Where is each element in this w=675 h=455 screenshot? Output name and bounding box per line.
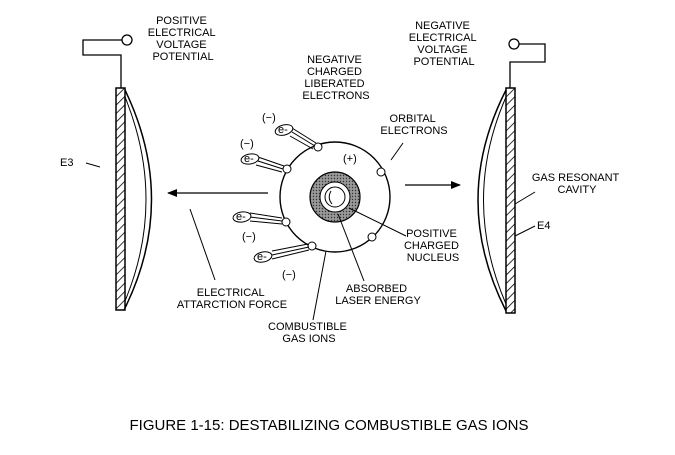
label-attraction-force: ELECTRICAL ATTARCTION FORCE <box>177 287 287 311</box>
minus-sign: (−) <box>240 138 254 150</box>
right-electrode-plate <box>505 87 516 314</box>
label-negative-potential: NEGATIVE ELECTRICAL VOLTAGE POTENTIAL <box>409 20 480 68</box>
left-electrode-plate <box>115 87 126 311</box>
left-electrode-lens-outer <box>124 89 153 309</box>
left-terminal-wire <box>82 39 122 88</box>
orbital-electron <box>376 167 386 177</box>
label-positive-nucleus: POSITIVE CHARGED NUCLEUS <box>404 228 462 264</box>
gas-ion-atom <box>279 141 391 253</box>
minus-sign: (−) <box>282 269 296 281</box>
liberated-electron: e- <box>232 211 283 225</box>
label-liberated-electrons: NEGATIVE CHARGED LIBERATED ELECTRONS <box>302 54 369 102</box>
orbital-electron <box>367 232 377 242</box>
label-e4: E4 <box>537 220 550 232</box>
svg-text:e-: e- <box>257 251 267 263</box>
orbital-electron <box>282 164 292 174</box>
liberated-electron: e- <box>240 153 285 173</box>
orbital-electron <box>281 217 291 227</box>
label-absorbed-laser: ABSORBED LASER ENERGY <box>335 283 421 307</box>
nucleus-core-arc <box>328 190 333 205</box>
right-terminal-wire <box>509 43 546 88</box>
left-electrode <box>82 34 153 311</box>
right-electrode-lens-inner <box>483 96 507 305</box>
orbital-electron <box>313 142 323 152</box>
svg-text:e-: e- <box>278 124 288 136</box>
leader-lines <box>85 142 536 321</box>
figure-caption: FIGURE 1-15: DESTABILIZING COMBUSTIBLE G… <box>130 417 529 434</box>
left-electrode-lens-inner <box>124 96 147 302</box>
orbital-electron <box>307 241 317 251</box>
right-electrode <box>477 38 546 314</box>
label-gas-resonant-cavity: GAS RESONANT CAVITY <box>532 172 622 196</box>
label-positive-potential: POSITIVE ELECTRICAL VOLTAGE POTENTIAL <box>148 15 219 63</box>
right-terminal <box>508 38 520 50</box>
label-combustible-ions: COMBUSTIBLE GAS IONS <box>268 321 350 345</box>
nucleus-core-outer <box>319 181 351 213</box>
plus-sign: (+) <box>343 153 357 165</box>
right-electrode-lens-outer <box>477 89 507 312</box>
svg-text:e-: e- <box>236 211 246 223</box>
liberated-electron: e- <box>274 124 317 150</box>
left-terminal <box>121 34 133 46</box>
minus-sign: (−) <box>242 231 256 243</box>
label-e3: E3 <box>60 157 73 169</box>
liberated-electrons: e- e- e- e- <box>232 124 317 263</box>
nucleus-core-inner <box>324 186 346 208</box>
liberated-electron: e- <box>253 243 310 263</box>
minus-sign: (−) <box>262 112 276 124</box>
label-orbital-electrons: ORBITAL ELECTRONS <box>380 113 447 137</box>
svg-text:e-: e- <box>244 153 254 165</box>
